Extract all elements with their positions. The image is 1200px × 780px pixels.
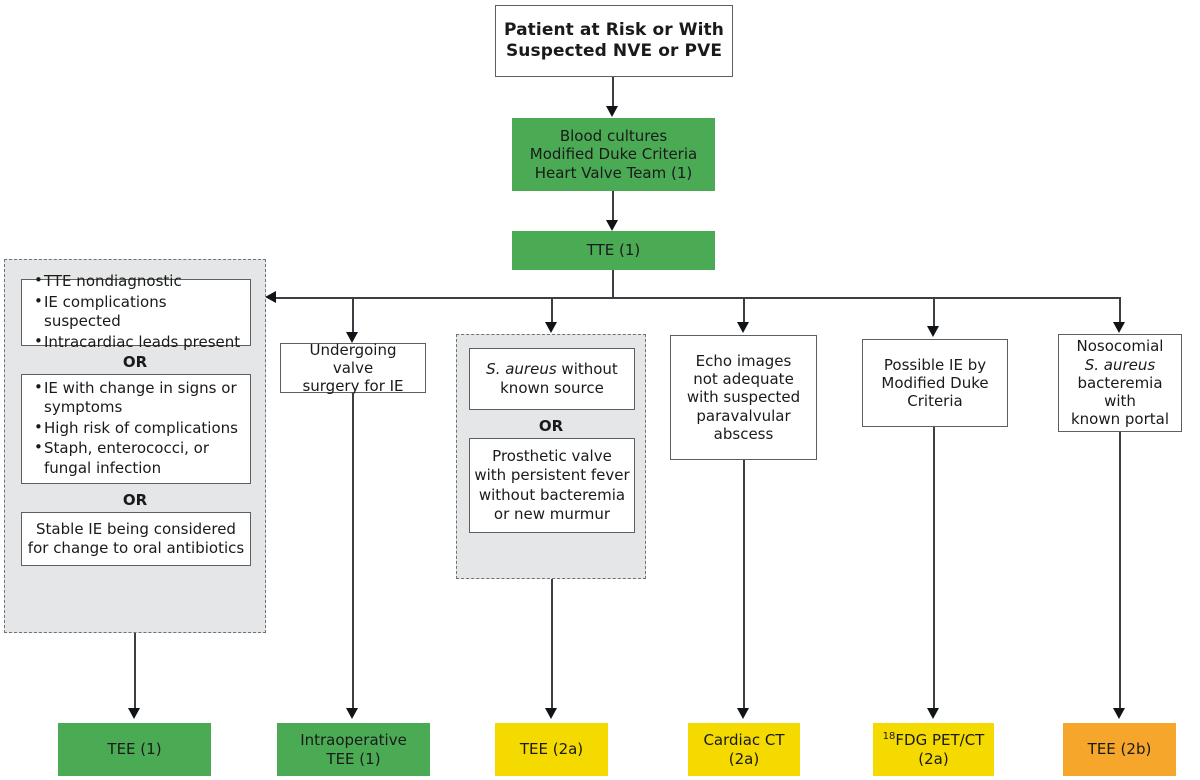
condition-b6-line3: bacteremia with known portal (1070, 373, 1170, 429)
criteria-sublist-1: TTE nondiagnostic IE complications suspe… (21, 271, 251, 351)
connector-b3-to-outcome (551, 579, 553, 711)
s-aureus-italic: S. aureus (486, 359, 557, 378)
s-aureus-sub-1: S. aureus without known source (469, 348, 635, 410)
s-aureus-sub-2-label: Prosthetic valve with persistent fever w… (474, 446, 630, 524)
condition-b4: Echo images not adequate with suspected … (670, 335, 817, 460)
arrow-drop-b3 (545, 322, 557, 333)
condition-b5: Possible IE by Modified Duke Criteria (862, 339, 1008, 427)
workup-box-label: Blood cultures Modified Duke Criteria He… (529, 127, 698, 182)
drop-b5 (933, 297, 935, 329)
arrow-b5-to-outcome (927, 708, 939, 719)
list-item: IE complications suspected (34, 292, 244, 332)
outcome-b3-label: TEE (2a) (519, 740, 584, 759)
list-item: TTE nondiagnostic (34, 271, 244, 292)
arrow-drop-b6 (1113, 322, 1125, 333)
arrow-b4-to-outcome (737, 708, 749, 719)
drop-b2 (352, 297, 354, 335)
arrow-drop-b4 (737, 322, 749, 333)
connector-tte-stem (612, 270, 614, 298)
title-box: Patient at Risk or With Suspected NVE or… (495, 5, 733, 77)
s-aureus-sub-1-label: S. aureus without known source (470, 360, 634, 399)
list-item: Staph, enterococci, or fungal infection (34, 438, 244, 478)
criteria-sublist-3: Stable IE being considered for change to… (21, 512, 251, 566)
connector-b2-to-outcome (352, 393, 354, 711)
criteria-sublist-3-label: Stable IE being considered for change to… (27, 519, 245, 558)
criteria-list-2: IE with change in signs or symptoms High… (22, 378, 250, 480)
drop-b4 (743, 297, 745, 325)
workup-box: Blood cultures Modified Duke Criteria He… (512, 118, 715, 191)
outcome-b4: Cardiac CT (2a) (688, 723, 800, 776)
arrow-workup-to-tte (606, 220, 618, 231)
condition-b5-label: Possible IE by Modified Duke Criteria (881, 355, 989, 411)
drop-b6 (1119, 297, 1121, 325)
connector-b6-to-outcome (1119, 432, 1121, 711)
list-item: High risk of complications (34, 418, 244, 439)
tte-criteria-panel: TTE nondiagnostic IE complications suspe… (4, 259, 266, 633)
tte-box-label: TTE (1) (586, 241, 641, 260)
outcome-b5-label: 18FDG PET/CT(2a) (874, 731, 993, 768)
outcome-b6-label: TEE (2b) (1087, 740, 1152, 759)
or-separator-1: OR (122, 353, 148, 371)
outcome-b1: TEE (1) (58, 723, 211, 776)
connector-b5-to-outcome (933, 427, 935, 711)
arrow-b1-to-outcome (128, 708, 140, 719)
outcome-b6: TEE (2b) (1063, 723, 1176, 776)
list-item: Intracardiac leads present (34, 332, 244, 353)
condition-b6-line1: Nosocomial (1076, 337, 1164, 356)
outcome-b2: Intraoperative TEE (1) (277, 723, 430, 776)
tte-box: TTE (1) (512, 231, 715, 270)
title-box-label: Patient at Risk or With Suspected NVE or… (504, 20, 724, 61)
arrow-bus-to-panel1 (265, 291, 276, 303)
distribution-bus (276, 297, 1120, 299)
arrow-b3-to-outcome (545, 708, 557, 719)
list-item: IE with change in signs or symptoms (34, 378, 244, 418)
arrow-b6-to-outcome (1113, 708, 1125, 719)
outcome-b1-label: TEE (1) (107, 740, 162, 759)
arrow-drop-b5 (927, 326, 939, 337)
connector-title-to-workup (612, 77, 614, 109)
fdg-superscript: 18 (882, 731, 896, 743)
connector-workup-to-tte (612, 191, 614, 223)
outcome-b5: 18FDG PET/CT(2a) (873, 723, 994, 776)
condition-b4-label: Echo images not adequate with suspected … (686, 351, 801, 443)
outcome-b3: TEE (2a) (495, 723, 608, 776)
fdg-main: FDG PET/CT (895, 731, 985, 750)
criteria-list-1: TTE nondiagnostic IE complications suspe… (22, 271, 250, 353)
condition-b2-label: Undergoing valve surgery for IE (302, 340, 404, 396)
s-aureus-rest: without known source (500, 359, 618, 398)
outcome-b4-label: Cardiac CT (2a) (703, 731, 785, 768)
condition-b2: Undergoing valve surgery for IE (280, 340, 426, 396)
criteria-sublist-2: IE with change in signs or symptoms High… (21, 374, 251, 484)
s-aureus-panel: S. aureus without known source OR Prosth… (456, 334, 646, 579)
arrow-drop-b2 (346, 332, 358, 343)
arrow-title-to-workup (606, 106, 618, 117)
or-separator-2: OR (122, 491, 148, 509)
drop-b3 (551, 297, 553, 325)
connector-b1-to-outcome (134, 633, 136, 711)
condition-b6-italic: S. aureus (1084, 355, 1156, 374)
outcome-b2-label: Intraoperative TEE (1) (300, 731, 407, 768)
s-aureus-sub-2: Prosthetic valve with persistent fever w… (469, 438, 635, 533)
arrow-b2-to-outcome (346, 708, 358, 719)
fdg-line2: (2a) (918, 749, 949, 768)
or-separator-3: OR (538, 417, 564, 435)
connector-b4-to-outcome (743, 460, 745, 711)
